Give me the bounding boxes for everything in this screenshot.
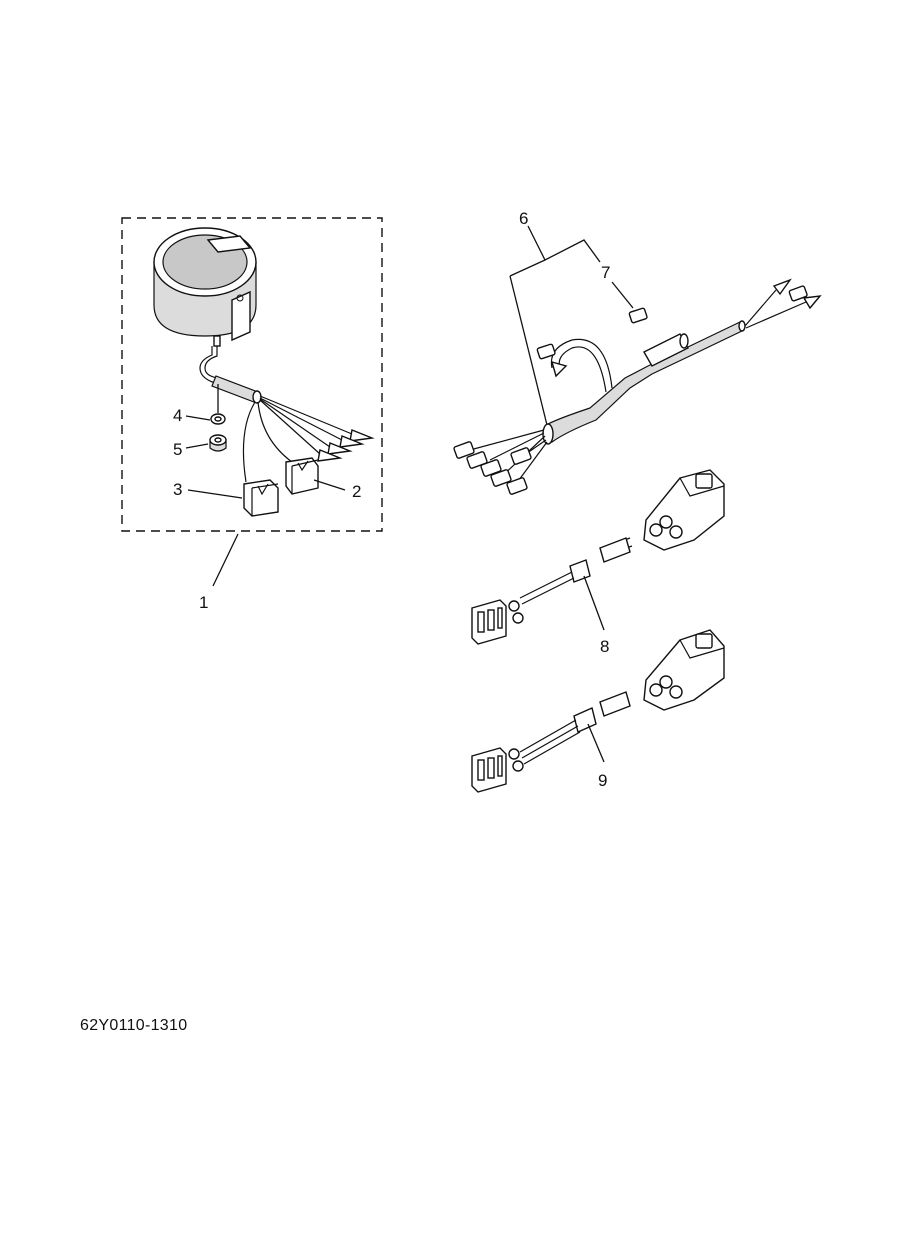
callout-9: 9 bbox=[598, 771, 607, 790]
main-harness bbox=[453, 225, 822, 495]
callout-6: 6 bbox=[519, 209, 528, 228]
callout-2: 2 bbox=[352, 482, 361, 501]
callout-5: 5 bbox=[173, 440, 182, 459]
adapter-harness-9 bbox=[471, 629, 725, 793]
callout-4: 4 bbox=[173, 406, 182, 425]
gauge-assembly bbox=[121, 217, 383, 587]
diagram-part-code: 62Y0110-1310 bbox=[80, 1017, 188, 1034]
callout-3: 3 bbox=[173, 480, 182, 499]
clip-part-4 bbox=[210, 384, 226, 425]
callout-7: 7 bbox=[601, 263, 610, 282]
lead-wires bbox=[242, 395, 375, 483]
gauge-meter bbox=[153, 227, 257, 347]
callout-8: 8 bbox=[600, 637, 609, 656]
plug-part-7 bbox=[628, 307, 648, 324]
callout-1: 1 bbox=[199, 593, 208, 612]
connector-part-3 bbox=[243, 479, 279, 517]
connector-part-2 bbox=[285, 457, 319, 495]
nut-part-5 bbox=[209, 434, 227, 452]
adapter-harness-8 bbox=[471, 469, 725, 645]
